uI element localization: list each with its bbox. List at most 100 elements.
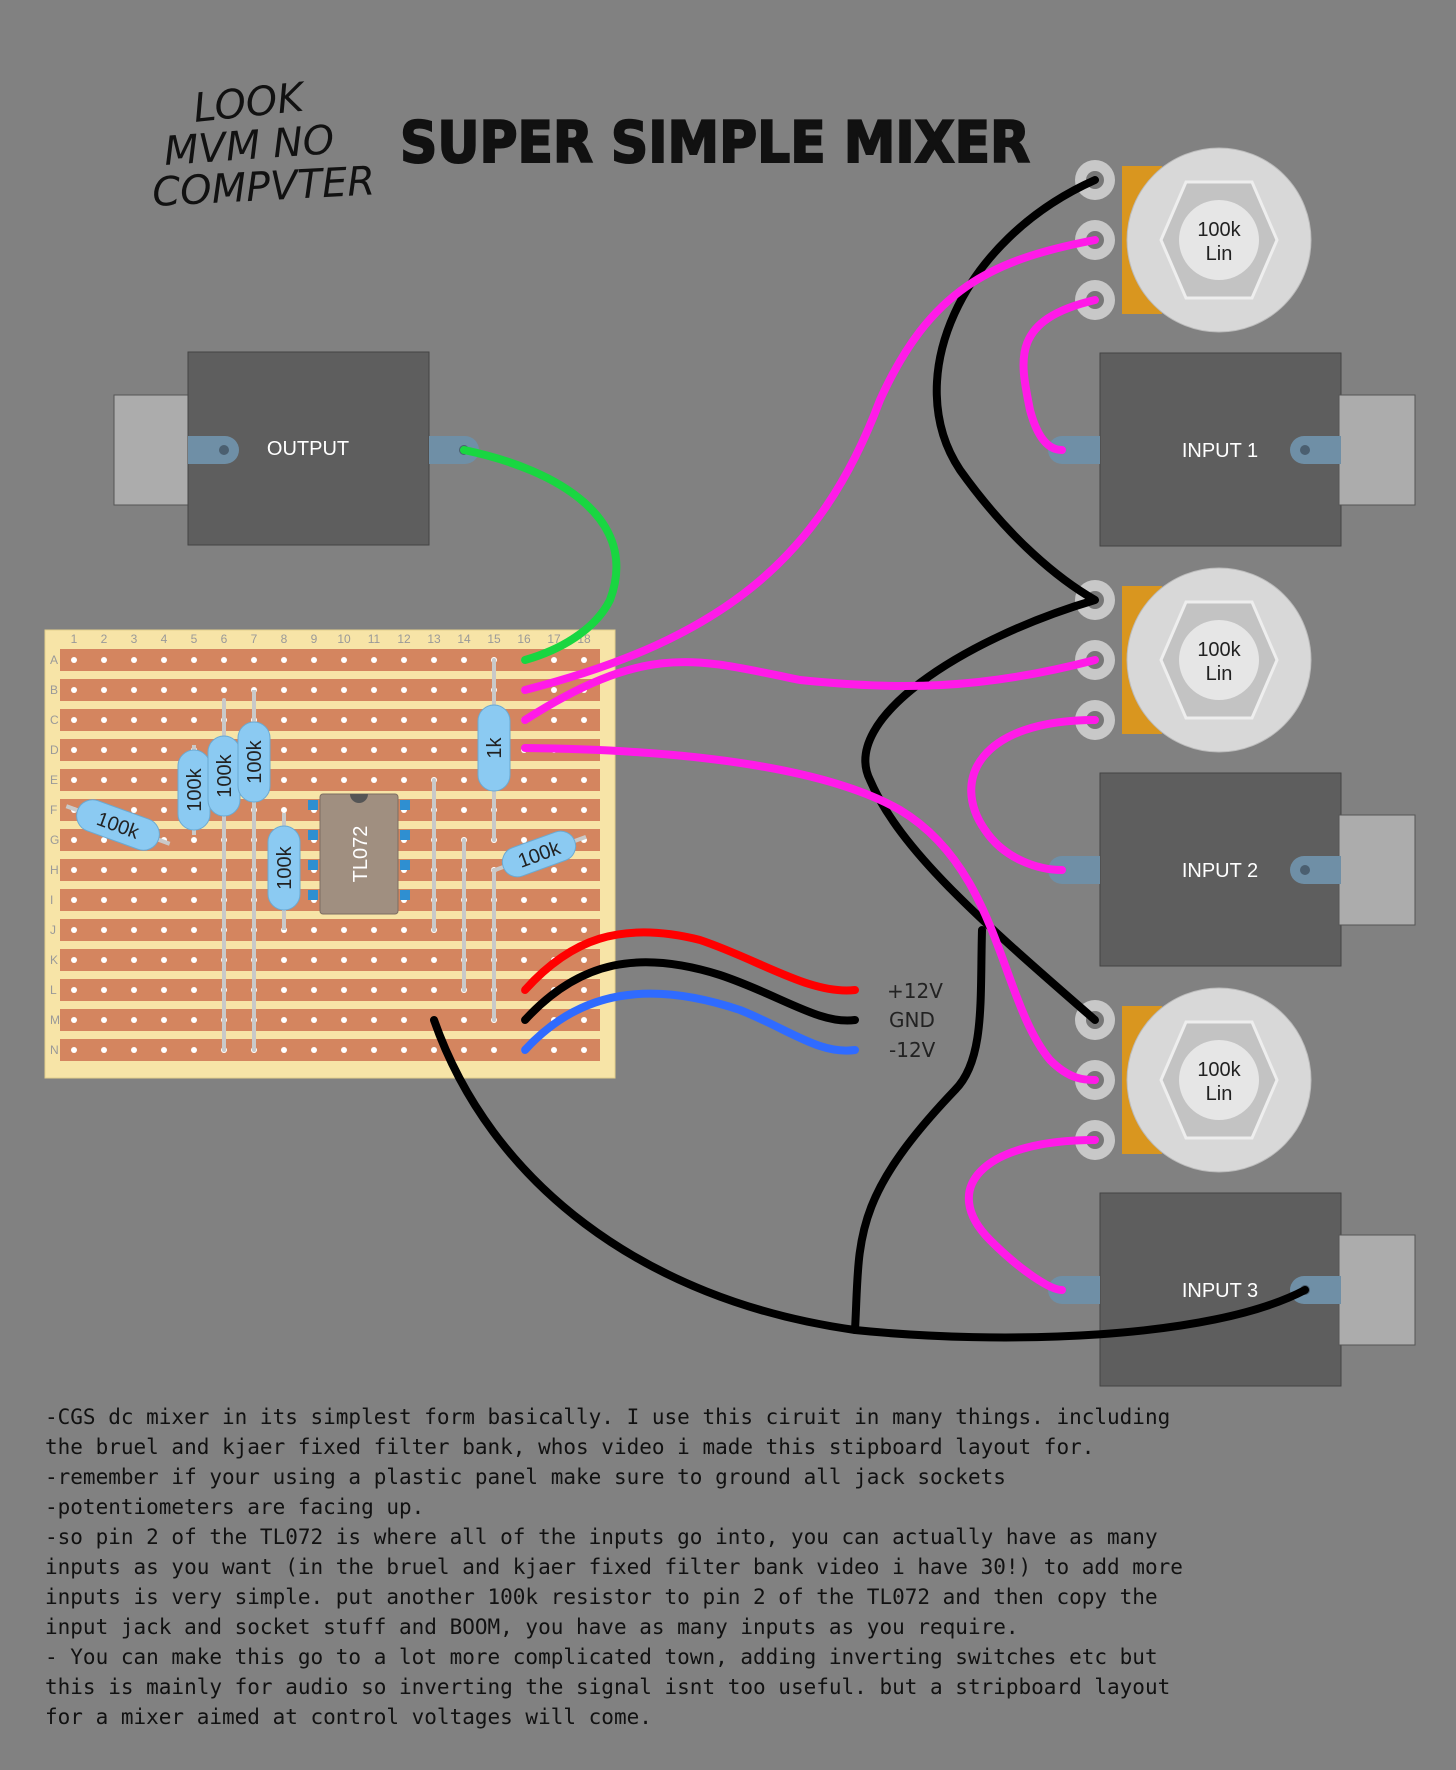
strip-hole (581, 1047, 587, 1053)
strip-hole (431, 957, 437, 963)
resistor-1k-label: 1k (484, 736, 506, 758)
potentiometer-2: 100k Lin (1075, 567, 1312, 753)
ground-wire-spine (851, 926, 986, 1334)
strip-hole (401, 1047, 407, 1053)
strip-hole (581, 657, 587, 663)
strip-hole (581, 777, 587, 783)
strip-hole (551, 687, 557, 693)
column-label: 17 (547, 632, 561, 646)
strip-hole (191, 1047, 197, 1053)
strip-hole (71, 1047, 77, 1053)
copper-strip (60, 709, 600, 731)
resistor-100k-c-label: 100k (214, 753, 236, 797)
strip-hole (461, 1017, 467, 1023)
input-jack-1: INPUT 1 (1048, 352, 1416, 547)
strip-hole (161, 867, 167, 873)
column-label: 8 (281, 632, 288, 646)
copper-strip (60, 1039, 600, 1061)
input-2-label: INPUT 2 (1182, 860, 1258, 882)
strip-hole (401, 987, 407, 993)
notes: -CGS dc mixer in its simplest form basic… (45, 1402, 1445, 1732)
resistor-100k-d-label: 100k (244, 739, 266, 783)
strip-hole (401, 717, 407, 723)
strip-hole (551, 927, 557, 933)
strip-hole (581, 807, 587, 813)
signal-wire-2 (521, 656, 1099, 724)
resistor-1k: 1k (477, 670, 511, 826)
row-label: C (50, 713, 59, 727)
strip-hole (71, 927, 77, 933)
resistor-100k-e: 100k (267, 813, 301, 930)
strip-hole (161, 747, 167, 753)
column-label: 16 (517, 632, 531, 646)
note-line: -remember if your using a plastic panel … (45, 1465, 1006, 1489)
strip-hole (401, 657, 407, 663)
copper-strip (60, 649, 600, 671)
strip-hole (251, 657, 257, 663)
input-1-label: INPUT 1 (1182, 440, 1258, 462)
ground-wire-main (861, 176, 1099, 1024)
strip-hole (341, 927, 347, 933)
strip-hole (161, 717, 167, 723)
diagram-title: SUPER SIMPLE MIXER (400, 110, 1030, 176)
strip-hole (221, 657, 227, 663)
strip-hole (161, 957, 167, 963)
power-neg-wire (521, 989, 859, 1055)
note-line: for a mixer aimed at control voltages wi… (45, 1705, 652, 1729)
strip-hole (311, 717, 317, 723)
note-line: -CGS dc mixer in its simplest form basic… (45, 1405, 1171, 1429)
power-gnd-wire (521, 958, 859, 1025)
strip-hole (131, 717, 137, 723)
strip-hole (71, 687, 77, 693)
row-label: E (50, 773, 58, 787)
strip-hole (371, 987, 377, 993)
strip-hole (461, 687, 467, 693)
strip-hole (581, 987, 587, 993)
strip-hole (401, 777, 407, 783)
strip-hole (311, 1017, 317, 1023)
strip-hole (311, 987, 317, 993)
strip-hole (461, 807, 467, 813)
resistor-100k-b: 100k (177, 745, 211, 835)
strip-hole (281, 807, 287, 813)
row-label: J (50, 923, 56, 937)
strip-hole (101, 687, 107, 693)
strip-hole (101, 777, 107, 783)
strip-hole (461, 657, 467, 663)
input-jack-2: INPUT 2 (1048, 772, 1416, 967)
strip-hole (281, 777, 287, 783)
strip-hole (281, 957, 287, 963)
strip-hole (431, 717, 437, 723)
strip-hole (101, 747, 107, 753)
strip-hole (71, 987, 77, 993)
row-label: L (50, 983, 57, 997)
strip-hole (401, 957, 407, 963)
note-line: this is mainly for audio so inverting th… (45, 1675, 1171, 1699)
strip-hole (581, 927, 587, 933)
strip-hole (341, 747, 347, 753)
strip-hole (311, 687, 317, 693)
note-line: - You can make this go to a lot more com… (45, 1645, 1158, 1669)
power-gnd-label: GND (889, 1008, 935, 1032)
row-label: M (50, 1013, 60, 1027)
column-label: 6 (221, 632, 228, 646)
copper-strip (60, 739, 600, 761)
column-label: 4 (161, 632, 168, 646)
column-label: 14 (457, 632, 471, 646)
strip-hole (581, 957, 587, 963)
strip-hole (161, 927, 167, 933)
signal-wire-3 (521, 744, 1099, 1084)
copper-strip (60, 979, 600, 1001)
strip-hole (131, 987, 137, 993)
strip-hole (581, 867, 587, 873)
strip-hole (71, 777, 77, 783)
strip-hole (161, 687, 167, 693)
strip-hole (461, 717, 467, 723)
column-label: 3 (131, 632, 138, 646)
strip-hole (431, 987, 437, 993)
output-jack: OUTPUT (113, 351, 479, 546)
strip-hole (521, 897, 527, 903)
strip-hole (521, 807, 527, 813)
strip-hole (371, 957, 377, 963)
strip-hole (191, 987, 197, 993)
